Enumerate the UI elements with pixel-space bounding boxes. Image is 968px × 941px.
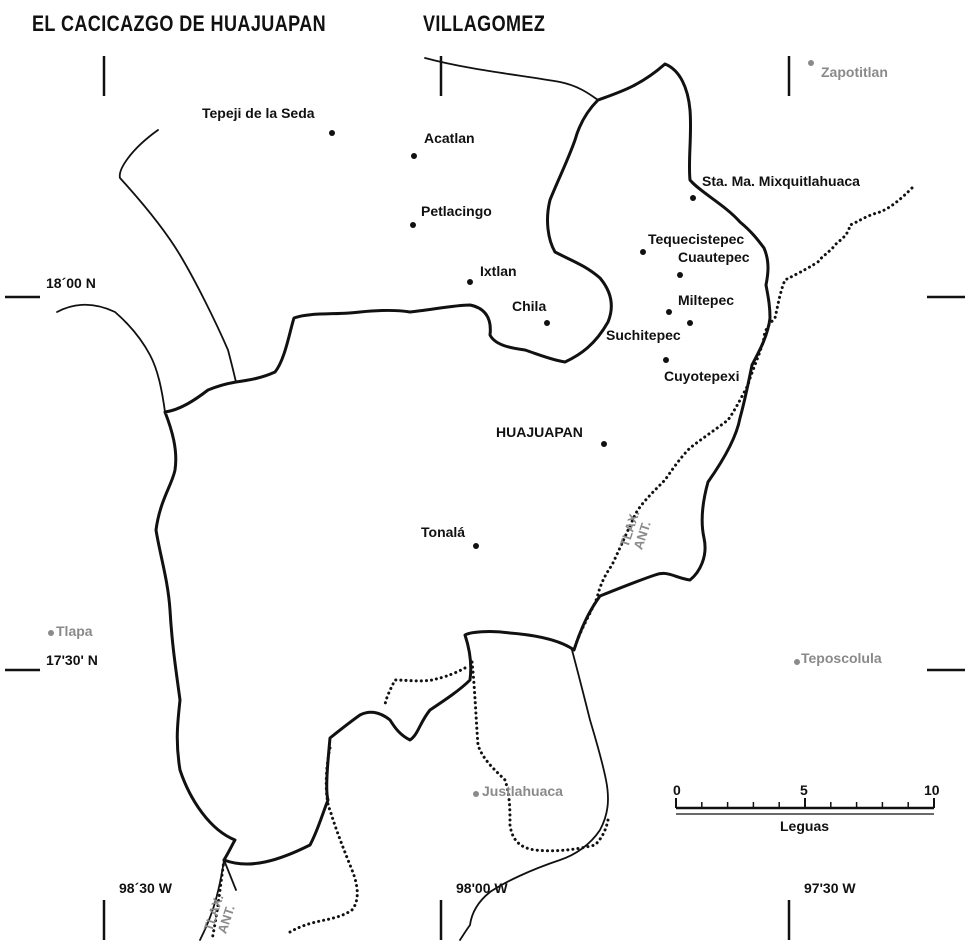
label-petlacingo: Petlacingo	[421, 203, 492, 219]
dotted-boundaries	[210, 186, 914, 941]
dot-petlacingo	[410, 222, 416, 228]
dot-chila	[544, 320, 550, 326]
label-lon-98-00: 98'00 W	[456, 880, 508, 896]
scale-unit-label: Leguas	[780, 818, 829, 834]
dot-zapotitlan	[808, 60, 814, 66]
scale-label-5: 5	[800, 782, 808, 798]
label-tepeji: Tepeji de la Seda	[202, 105, 315, 121]
label-lon-97-30: 97'30 W	[804, 880, 856, 896]
dotted-bottom-left-route	[210, 858, 226, 941]
label-miltepec: Miltepec	[678, 292, 734, 308]
scale-ticks	[675, 798, 935, 808]
label-huajuapan: HUAJUAPAN	[496, 424, 583, 440]
label-lon-98-30: 98´30 W	[119, 880, 173, 896]
dot-acatlan	[411, 153, 417, 159]
route-labels: TLAX. ANT. TLAX. ANT.	[201, 509, 654, 936]
river-south-justlahuaca	[459, 649, 609, 941]
dotted-justlahuaca	[470, 660, 610, 853]
dot-justlahuaca	[473, 791, 479, 797]
label-justlahuaca: Justlahuaca	[482, 783, 563, 799]
boundaries	[154, 62, 772, 866]
label-teposcolula: Teposcolula	[801, 650, 882, 666]
label-cuyotepexi: Cuyotepexi	[664, 368, 739, 384]
label-suchitepec: Suchitepec	[606, 327, 681, 343]
dot-huajuapan	[601, 441, 607, 447]
settlement-dots	[48, 60, 814, 797]
scale-label-0: 0	[673, 782, 681, 798]
label-acatlan: Acatlan	[424, 130, 475, 146]
place-labels: Tepeji de la Seda Acatlan Petlacingo Ixt…	[202, 105, 860, 540]
rivers	[56, 57, 609, 941]
scale-label-10: 10	[924, 782, 940, 798]
dot-miltepec	[666, 309, 672, 315]
external-place-labels: Zapotitlan Tlapa Teposcolula Justlahuaca	[56, 64, 888, 799]
coordinate-labels: 18´00 N 17'30' N 98´30 W 98'00 W 97'30 W	[46, 275, 856, 896]
dotted-east-route	[572, 186, 914, 652]
dot-teposcolula	[794, 659, 800, 665]
label-tequecistepec: Tequecistepec	[648, 231, 744, 247]
label-ixtlan: Ixtlan	[480, 263, 517, 279]
river-northwest	[118, 129, 237, 383]
label-cuautepec: Cuautepec	[678, 249, 750, 265]
dot-suchitepec	[687, 320, 693, 326]
dot-tepeji	[329, 130, 335, 136]
map-subtitle: VILLAGOMEZ	[423, 12, 545, 36]
label-mixquitlahuaca: Sta. Ma. Mixquitlahuaca	[702, 173, 860, 189]
map-title: EL CACICAZGO DE HUAJUAPAN	[32, 12, 326, 36]
label-lat-18: 18´00 N	[46, 275, 96, 291]
river-top	[424, 57, 599, 101]
label-lat-17-30: 17'30' N	[46, 652, 98, 668]
boundary-cacicazgo	[154, 62, 772, 866]
dotted-south-west	[383, 666, 467, 707]
dot-tequecistepec	[640, 249, 646, 255]
dot-cuyotepexi	[663, 357, 669, 363]
label-chila: Chila	[512, 298, 546, 314]
label-tonala: Tonalá	[421, 524, 465, 540]
label-tlapa: Tlapa	[56, 623, 93, 639]
river-west	[56, 303, 166, 413]
dotted-south-inner	[288, 746, 359, 934]
dot-ixtlan	[467, 279, 473, 285]
dot-tlapa	[48, 630, 54, 636]
label-zapotitlan: Zapotitlan	[821, 64, 888, 80]
scale-bar: 0 5 10 Leguas	[673, 782, 940, 834]
dot-cuautepec	[677, 272, 683, 278]
dot-mixquitlahuaca	[690, 195, 696, 201]
dot-tonala	[473, 543, 479, 549]
